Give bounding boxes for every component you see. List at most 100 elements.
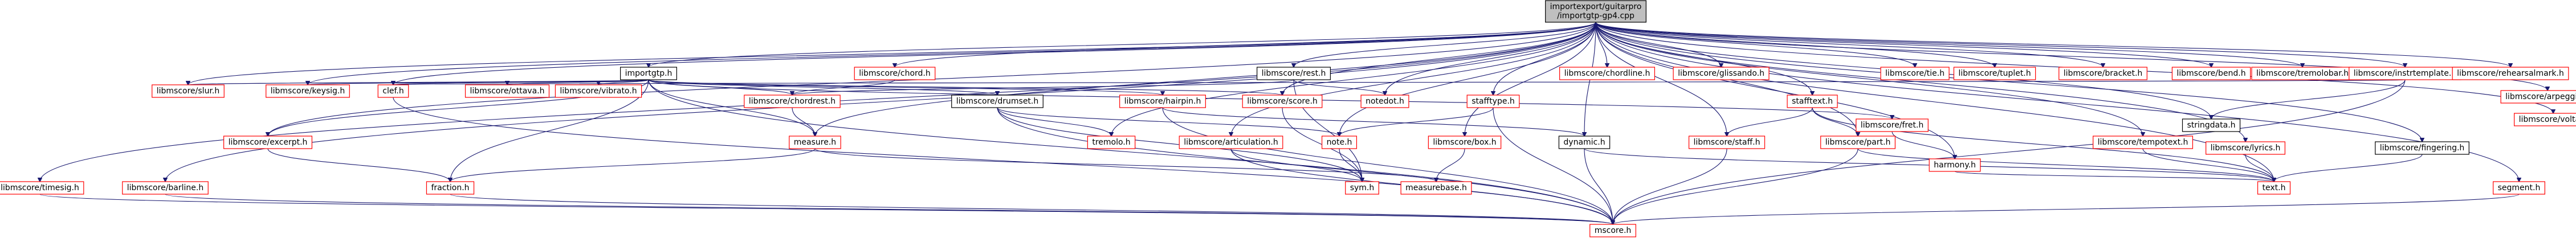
node-libmscore-excerpt-h: libmscore/excerpt.h [223, 136, 313, 149]
node-box [266, 84, 350, 98]
edge-root-to-libmscore-rest-h [1294, 22, 1596, 67]
node-label: importgtp.h [625, 69, 672, 78]
edge-root-to-libmscore-fingering-h [1595, 22, 2422, 142]
node-box [744, 95, 841, 108]
node-label: libmscore/drumset.h [956, 97, 1039, 106]
node-box [1559, 67, 1655, 80]
node-label: libmscore/ottava.h [470, 87, 545, 96]
node-box [0, 181, 84, 195]
node-libmscore-staff-h: libmscore/staff.h [1688, 136, 1766, 149]
node-label: note.h [1327, 138, 1352, 147]
node-box [2452, 67, 2569, 80]
node-box [2059, 67, 2147, 80]
node-label: libmscore/chord.h [859, 69, 931, 78]
node-importgtp-h[interactable]: importgtp.h [619, 67, 678, 80]
edge-libmscore-articulation-h-to-sym-h [1230, 148, 1362, 182]
edge-root-to-libmscore-rehearsalmark-h [1595, 22, 2510, 67]
node-box [1545, 0, 1646, 23]
edge-fraction-h-to-mscore-h [450, 194, 1613, 224]
node-box [2093, 136, 2193, 149]
edge-libmscore-barline-h-to-mscore-h [165, 194, 1613, 224]
node-measurebase-h: measurebase.h [1400, 181, 1472, 195]
node-root[interactable]: importexport/guitarpro/importgtp-gp4.cpp [1545, 0, 1646, 23]
node-box [1880, 67, 1950, 80]
edge-libmscore-staff-h-to-mscore-h [1613, 148, 1727, 224]
node-box [122, 181, 209, 195]
edge-root-to-libmscore-bracket-h [1595, 22, 2103, 67]
node-label: libmscore/volta.h [2519, 115, 2576, 124]
node-label: libmscore/slur.h [157, 87, 220, 96]
node-label: libmscore/tie.h [1885, 69, 1945, 78]
node-label: segment.h [2498, 183, 2541, 192]
node-libmscore-part-h: libmscore/part.h [1820, 136, 1896, 149]
node-libmscore-tie-h: libmscore/tie.h [1880, 67, 1950, 80]
node-dynamic-h[interactable]: dynamic.h [1558, 136, 1611, 149]
node-libmscore-ottava-h: libmscore/ottava.h [464, 84, 550, 98]
node-noteslot-h: notedot.h [1360, 95, 1409, 108]
node-stringdata-h[interactable]: stringdata.h [2182, 118, 2241, 132]
edge-root-to-measure-h [815, 22, 1596, 136]
node-libmscore-box-h: libmscore/box.h [1428, 136, 1502, 149]
edge-importgtp-h-to-measure-h [648, 79, 815, 136]
node-box [1929, 158, 1981, 172]
node-libmscore-rehearsalmark-h: libmscore/rehearsalmark.h [2452, 67, 2569, 80]
edge-libmscore-excerpt-h-to-fraction-h [267, 148, 450, 182]
node-box [1242, 95, 1323, 108]
node-libmscore-bend-h: libmscore/bend.h [2171, 67, 2251, 80]
node-libmscore-instrtemplate-h: libmscore/instrtemplate.h [2349, 67, 2461, 80]
edge-importgtp-h-to-libmscore-vibrato-h [598, 79, 649, 85]
node-libmscore-fingering-h[interactable]: libmscore/fingering.h [2375, 141, 2469, 155]
node-libmscore-slur-h: libmscore/slur.h [152, 84, 225, 98]
node-box [2171, 67, 2251, 80]
node-fraction-h: fraction.h [426, 181, 475, 195]
node-label: stafftext.h [1792, 97, 1833, 106]
node-label: libmscore/hairpin.h [1124, 97, 1201, 106]
node-label: libmscore/tuplet.h [1958, 69, 2031, 78]
edge-libmscore-part-h-to-text-h [1857, 148, 2274, 182]
edge-libmscore-tempotext-h-to-text-h [2142, 148, 2274, 182]
edge-harmony-h-to-text-h [1954, 171, 2274, 182]
node-box [1820, 136, 1896, 149]
node-label: sym.h [1350, 183, 1375, 192]
node-libmscore-chordrest-h: libmscore/chordrest.h [744, 95, 841, 108]
node-box [1321, 136, 1358, 149]
node-libmscore-chord-h: libmscore/chord.h [854, 67, 936, 80]
node-box [2206, 141, 2285, 155]
node-box [555, 84, 642, 98]
edge-clef-h-to-mscore-h [393, 97, 1613, 224]
node-box [1345, 181, 1379, 195]
node-libmscore-drumset-h[interactable]: libmscore/drumset.h [951, 95, 1044, 108]
edge-root-to-tremolo-h [1111, 22, 1596, 136]
node-label: libmscore/bracket.h [2064, 69, 2143, 78]
edge-libmscore-harpin-h-to-mscore-h [1162, 107, 1613, 224]
edge-importgtp-h-to-fraction-h [450, 79, 649, 182]
node-label: /importgtp-gp4.cpp [1557, 11, 1635, 20]
node-label: libmscore/rest.h [1262, 69, 1326, 78]
edge-root-to-libmscore-instrtemplate-h [1595, 22, 2405, 67]
node-box [1428, 136, 1502, 149]
node-label: stringdata.h [2187, 121, 2235, 130]
node-stafftype-h: stafftype.h [1466, 95, 1520, 108]
node-libmscore-harpin-h: libmscore/hairpin.h [1119, 95, 1206, 108]
node-text-h: text.h [2257, 181, 2291, 195]
edge-root-to-libmscore-tuplet-h [1595, 22, 1995, 67]
node-box [854, 67, 936, 80]
node-box [2514, 113, 2576, 126]
node-label: libmscore/timesig.h [1, 183, 79, 192]
edge-libmscore-instrtemplate-h-to-clef-h [393, 79, 2406, 85]
node-box [1673, 67, 1770, 80]
node-libmscore-lyrics-h: libmscore/lyrics.h [2206, 141, 2285, 155]
node-measure-h: measure.h [789, 136, 841, 149]
edge-stafftext-h-to-text-h [1812, 107, 2274, 182]
node-harmony-h: harmony.h [1929, 158, 1981, 172]
edge-root-to-libmscore-articulation-h [1231, 22, 1596, 136]
edge-segment-h-to-mscore-h [1613, 194, 2520, 224]
node-label: libmscore/arpeggio.h [2505, 92, 2576, 101]
node-box [152, 84, 225, 98]
node-box [1119, 95, 1206, 108]
node-label: harmony.h [1934, 161, 1976, 170]
node-label: libmscore/score.h [1247, 97, 1318, 106]
node-libmscore-rest-h[interactable]: libmscore/rest.h [1256, 67, 1331, 80]
node-libmscore-volta-h: libmscore/volta.h [2514, 113, 2576, 126]
node-label: libmscore/keysig.h [271, 87, 345, 96]
